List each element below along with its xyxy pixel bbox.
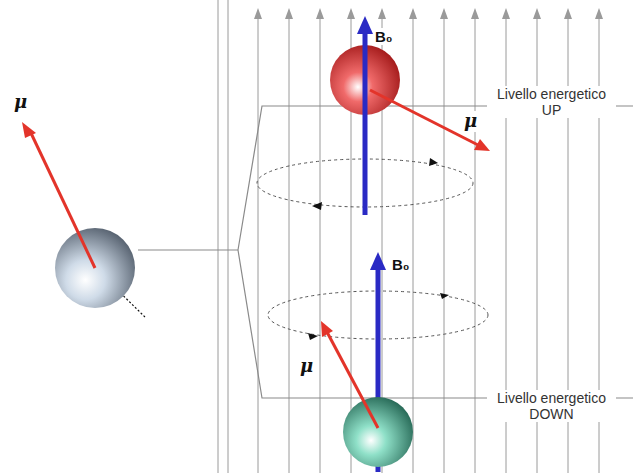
moment-arrowhead [22, 122, 36, 138]
field-arrowhead [533, 8, 541, 19]
field-vector [363, 32, 368, 215]
moment-symbol: μ [298, 356, 315, 377]
moment-symbol: μ [462, 111, 479, 132]
field-vector-head [370, 252, 386, 270]
split-line [138, 249, 238, 250]
field-arrowheads [254, 8, 603, 19]
down-nucleus-sphere [343, 397, 413, 467]
down-level-line [238, 250, 633, 398]
precession-arrowhead [308, 333, 318, 340]
field-line [475, 18, 476, 473]
field-arrowhead [471, 8, 479, 19]
field-line [320, 18, 321, 473]
field-arrowhead [409, 8, 417, 19]
field-line [444, 18, 445, 473]
field-arrowhead [254, 8, 262, 19]
moment-arrowhead [321, 321, 333, 337]
field-arrowhead [440, 8, 448, 19]
field-vector-head [357, 16, 373, 34]
precession-arrowhead [440, 293, 449, 299]
precession-arrowhead [312, 202, 322, 210]
field-arrowhead [502, 8, 510, 19]
field-symbol: B₀ [373, 28, 395, 45]
level-label: Livello energetico UP [487, 86, 616, 118]
field-arrowhead [378, 8, 386, 19]
field-line [228, 0, 229, 473]
field-line [289, 18, 290, 473]
field-arrowhead [285, 8, 293, 19]
field-line [218, 0, 219, 473]
moment-arrowhead [474, 139, 490, 151]
field-arrowhead [316, 8, 324, 19]
precession-arrowhead [429, 158, 438, 166]
moment-arrow [327, 332, 378, 428]
up-level-line [238, 106, 633, 250]
field-line [413, 18, 414, 473]
field-symbol: B₀ [390, 256, 412, 273]
precession-paths [257, 159, 488, 339]
moment-symbol: μ [12, 92, 29, 113]
moment-arrow [30, 131, 95, 268]
energy-split-lines [138, 106, 633, 398]
level-label: Livello energetico DOWN [487, 390, 616, 422]
field-arrowhead [347, 8, 355, 19]
field-arrowhead [595, 8, 603, 19]
field-line [258, 18, 259, 473]
field-arrowhead [564, 8, 572, 19]
